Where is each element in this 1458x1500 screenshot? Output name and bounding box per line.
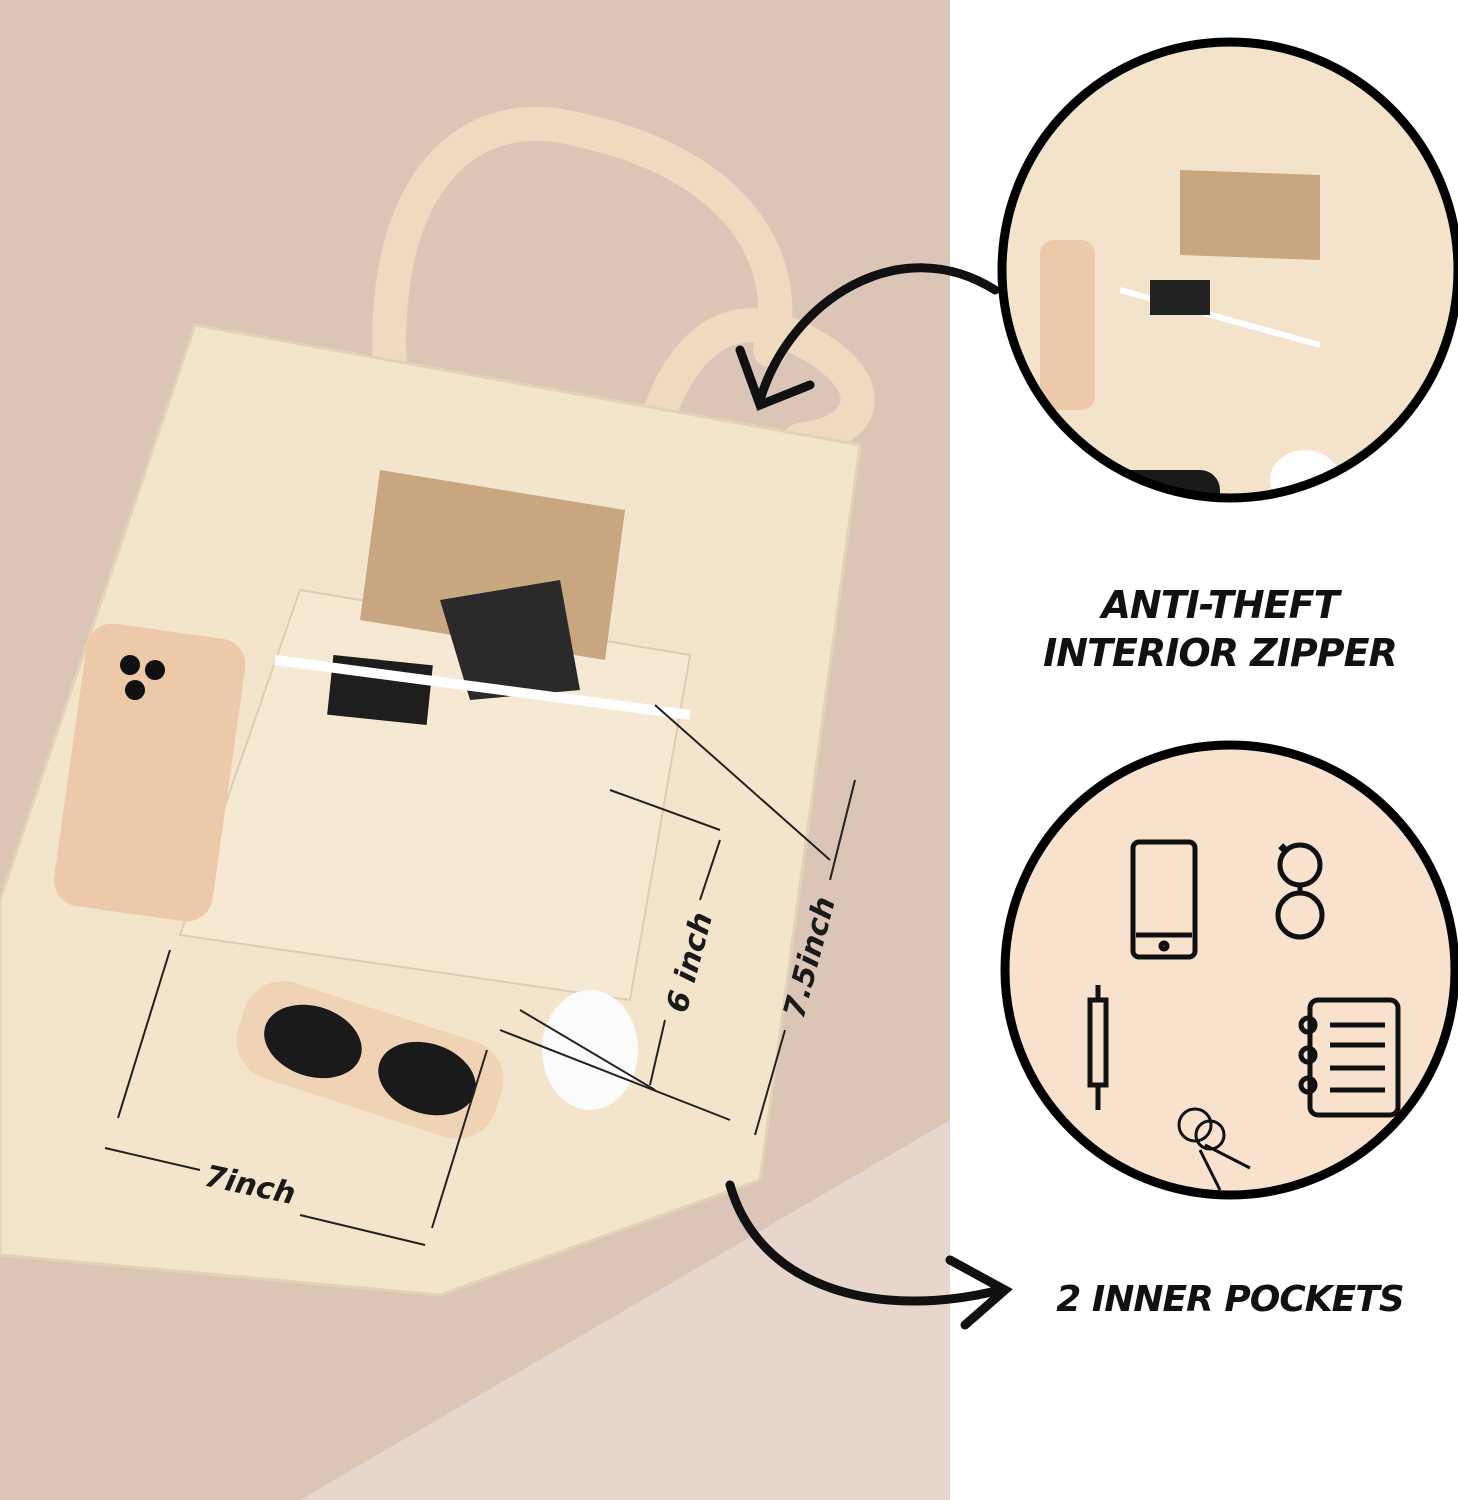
pen-icon [1087, 985, 1109, 1110]
zipper-closeup [1002, 42, 1458, 498]
phone-icon [1130, 839, 1198, 960]
feature-zipper-line1: ANTI-THEFT [1101, 583, 1339, 627]
phone [53, 623, 246, 922]
earbuds-case [542, 990, 638, 1110]
closeup-frame [997, 37, 1458, 503]
pocket-contents-circle [1000, 740, 1458, 1200]
zipper [274, 655, 691, 720]
backdrop-light [0, 1120, 950, 1500]
dimension-lines [104, 704, 856, 1246]
bag-handles [372, 106, 875, 517]
keys-icon [1177, 1107, 1251, 1191]
feature-zipper-line2: INTERIOR ZIPPER [1043, 631, 1398, 675]
notebook-icon [1298, 997, 1401, 1118]
arrow-to-zipper [755, 263, 1000, 405]
arrows [725, 263, 1013, 1330]
wallet [440, 580, 580, 700]
arrow-to-pockets [725, 1180, 1005, 1306]
feature-pockets: 2 INNER POCKETS [1056, 1279, 1404, 1320]
sunglasses [236, 981, 504, 1139]
glasses-icon [1275, 842, 1325, 940]
